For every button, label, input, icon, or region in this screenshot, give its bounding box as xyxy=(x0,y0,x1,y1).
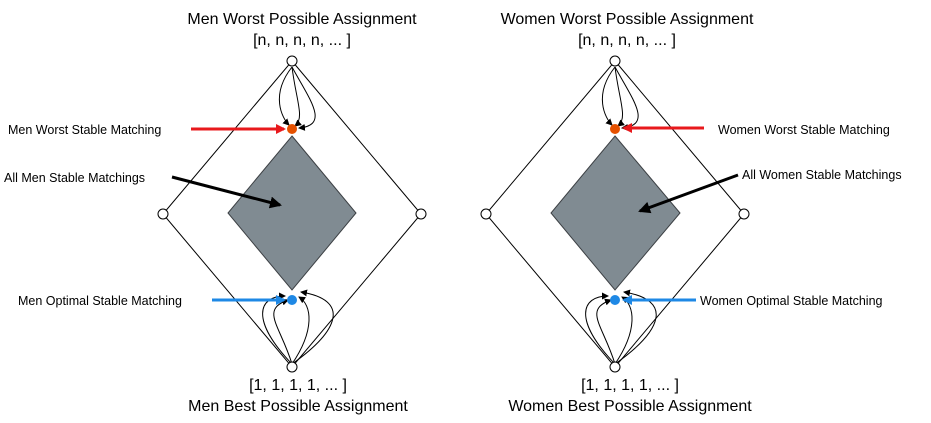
women-top-node xyxy=(609,55,621,67)
men-optimal-stable-dot xyxy=(287,295,297,305)
men-top-vector: [n, n, n, n, ... ] xyxy=(253,32,351,49)
men-bottom-title: Men Best Possible Assignment xyxy=(188,398,408,415)
women-stable-region xyxy=(550,135,681,291)
men-worst-stable-dot xyxy=(287,124,297,134)
men-bottom-node xyxy=(286,361,298,373)
women-optimal-stable-label: Women Optimal Stable Matching xyxy=(700,294,883,308)
women-bottom-title: Women Best Possible Assignment xyxy=(508,398,752,415)
men-top-node xyxy=(286,55,298,67)
men-lattice: Men Worst Possible Assignment [n, n, n, … xyxy=(4,11,427,415)
women-lattice: Women Worst Possible Assignment [n, n, n… xyxy=(480,11,902,415)
men-right-node xyxy=(415,208,427,220)
women-all-stable-label: All Women Stable Matchings xyxy=(742,168,902,182)
men-bottom-vector: [1, 1, 1, 1, ... ] xyxy=(249,377,347,394)
women-worst-stable-label: Women Worst Stable Matching xyxy=(718,123,890,137)
men-all-stable-label: All Men Stable Matchings xyxy=(4,171,145,185)
men-top-connectors xyxy=(278,66,316,131)
women-bottom-connectors xyxy=(585,289,657,365)
women-bottom-vector: [1, 1, 1, 1, ... ] xyxy=(581,377,679,394)
women-worst-stable-dot xyxy=(610,124,620,134)
women-top-connectors xyxy=(601,66,639,131)
women-optimal-stable-dot xyxy=(610,295,620,305)
men-bottom-connectors xyxy=(262,289,334,365)
women-all-arrow xyxy=(638,173,739,214)
women-top-vector: [n, n, n, n, ... ] xyxy=(578,32,676,49)
men-stable-region xyxy=(227,135,357,291)
women-left-node xyxy=(480,208,492,220)
men-left-node xyxy=(157,208,169,220)
men-optimal-stable-label: Men Optimal Stable Matching xyxy=(18,294,182,308)
women-top-title: Women Worst Possible Assignment xyxy=(501,11,754,28)
women-bottom-node xyxy=(609,361,621,373)
men-top-title: Men Worst Possible Assignment xyxy=(187,11,417,28)
men-all-arrow xyxy=(171,175,282,209)
men-worst-stable-label: Men Worst Stable Matching xyxy=(8,123,161,137)
women-right-node xyxy=(738,208,750,220)
